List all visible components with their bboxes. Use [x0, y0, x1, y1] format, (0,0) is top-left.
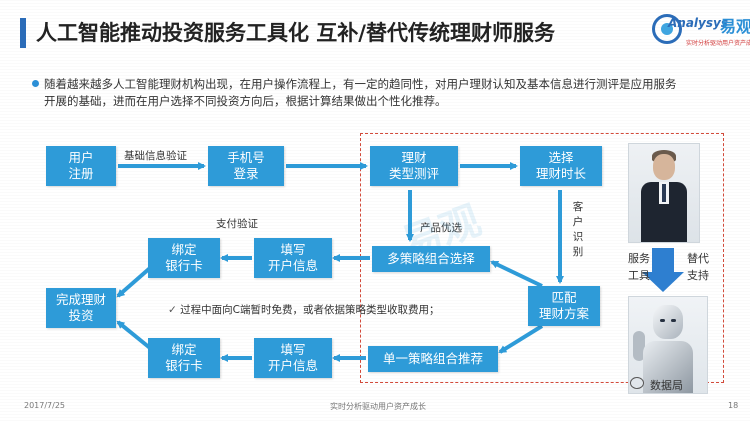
node-phone-login: 手机号 登录: [208, 146, 284, 186]
logo-slogan: 实时分析驱动用户资产成长: [686, 40, 750, 47]
node-complete-investment: 完成理财 投资: [46, 288, 116, 328]
fee-note: ✓ 过程中面向C端暂时免费，或者依据策略类型收取费用；: [168, 302, 439, 317]
human-advisor-image: [628, 143, 700, 243]
bullet-icon: [32, 80, 39, 87]
logo-ring-icon: [652, 14, 682, 44]
label-replace-support: 替代 支持: [687, 252, 709, 282]
label-service-tool: 服务 工具: [628, 252, 650, 282]
replace-arrow-icon: [642, 248, 684, 292]
label-product-pick: 产品优选: [420, 222, 462, 234]
check-icon: ✓: [168, 304, 181, 316]
page-title: 人工智能推动投资服务工具化 互补/替代传统理财师服务: [36, 21, 555, 45]
arrow-bindcard-top-to-complete: [116, 266, 152, 298]
arrow-match-to-multi: [490, 260, 543, 288]
label-basic-verify: 基础信息验证: [124, 150, 187, 162]
intro-paragraph: 随着越来越多人工智能理财机构出现，在用户操作流程上，有一定的趋同性，对用户理财认…: [44, 77, 677, 108]
wechat-icon: [630, 377, 644, 389]
title-accent-bar: [20, 18, 26, 48]
node-match-plan: 匹配 理财方案: [528, 286, 600, 326]
logo-brand-cn: 易观: [720, 17, 750, 36]
node-single-strategy: 单一策略组合推荐: [368, 346, 498, 372]
node-choose-duration: 选择 理财时长: [520, 146, 602, 186]
footer-page-number: 18: [728, 401, 739, 410]
logo-brand-en: Analysys: [668, 16, 728, 30]
label-pay-verify: 支付验证: [216, 218, 258, 230]
arrow-bindcard-bottom-to-complete: [116, 320, 152, 350]
arrow-match-to-single: [498, 324, 544, 354]
watermark-account: 数据局: [650, 379, 683, 392]
node-user-register: 用户 注册: [46, 146, 116, 186]
footer-date: 2017/7/25: [24, 401, 66, 410]
footer-tagline: 实时分析驱动用户资产成长: [330, 402, 426, 411]
node-bind-card-bottom: 绑定 银行卡: [148, 338, 220, 378]
node-fill-info-bottom: 填写 开户信息: [254, 338, 332, 378]
node-fill-info-top: 填写 开户信息: [254, 238, 332, 278]
label-customer-identify: 客户识别: [572, 201, 584, 258]
fee-note-text: 过程中面向C端暂时免费，或者依据策略类型收取费用；: [180, 304, 440, 316]
brand-logo: Analysys 易观 实时分析驱动用户资产成长: [652, 12, 750, 56]
node-risk-evaluation: 理财 类型测评: [370, 146, 458, 186]
node-multi-strategy: 多策略组合选择: [372, 246, 490, 272]
node-bind-card-top: 绑定 银行卡: [148, 238, 220, 278]
